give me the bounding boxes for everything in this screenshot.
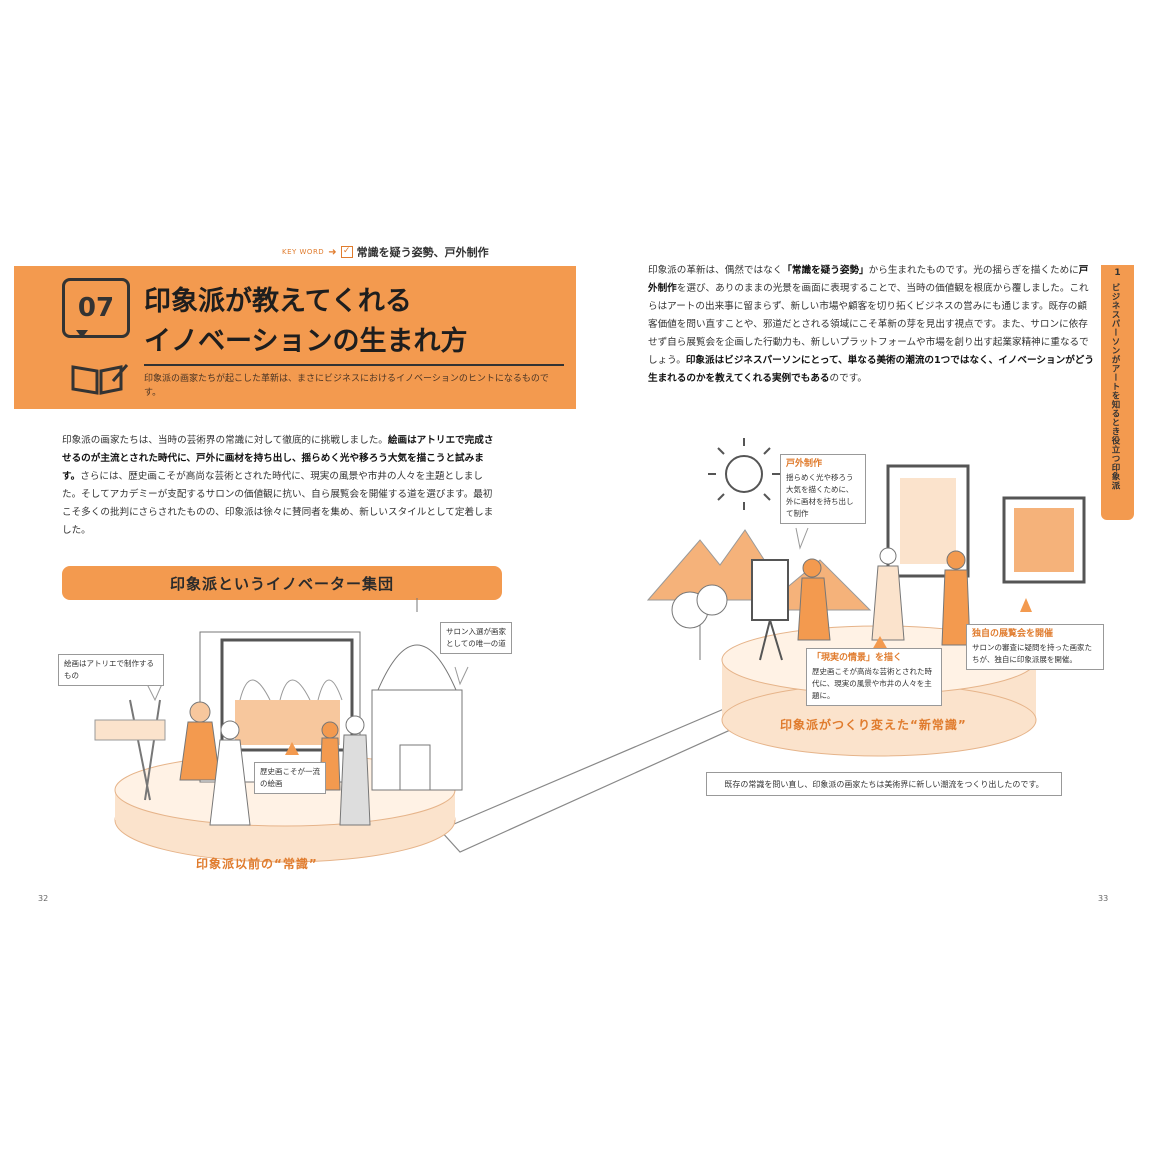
chapter-title-line-2: イノベーションの生まれ方 bbox=[144, 326, 468, 357]
bubble-pointer-2 bbox=[454, 666, 469, 686]
right-body-p1: 印象派の革新は、偶然ではなく bbox=[648, 265, 783, 276]
outdoor-easel bbox=[759, 619, 783, 661]
open-book-icon bbox=[71, 364, 129, 395]
left-platform-label: 印象派以前の“常識” bbox=[196, 857, 318, 871]
woman-dress bbox=[209, 739, 251, 826]
title-divider bbox=[144, 364, 564, 366]
right-body-p4: のです。 bbox=[829, 373, 867, 384]
chapter-title-box: 07 印象派が教えてくれる イノベーションの生まれ方 印象派の画家たちが起こした… bbox=[14, 266, 576, 409]
viewer-2-head bbox=[946, 550, 966, 570]
salon-door bbox=[399, 744, 431, 791]
man-body bbox=[339, 734, 371, 826]
page-number-left: 32 bbox=[38, 894, 49, 903]
painting-arches bbox=[239, 679, 343, 701]
bubble-history-painting: 歴史画こそが一流の絵画 bbox=[254, 762, 326, 794]
bubble-salon: サロン入選が画家としての唯一の道 bbox=[440, 622, 512, 654]
tree-icon-2 bbox=[696, 584, 728, 616]
man-head bbox=[345, 715, 365, 735]
table bbox=[94, 719, 166, 741]
viewer-1-head bbox=[879, 547, 897, 565]
keyword-label: KEY WORD bbox=[282, 248, 325, 256]
artist-head bbox=[189, 701, 211, 723]
side-tab-number: 1 bbox=[1114, 268, 1121, 278]
bubble-pointer-1 bbox=[146, 683, 163, 702]
bubble-real-scenes: 「現実の情景」を描く 歴史画こそが高尚な芸術とされた時代に、現実の風景や市井の人… bbox=[806, 648, 942, 706]
arrow-right-icon: ➜ bbox=[328, 246, 337, 258]
salon-dome bbox=[377, 644, 457, 691]
chapter-side-tab: 1 ビジネスパーソンがアートを知るとき役立つ印象派 bbox=[1101, 265, 1134, 520]
sun-rays bbox=[708, 438, 780, 510]
chapter-title: 印象派が教えてくれる イノベーションの生まれ方 bbox=[144, 282, 467, 362]
bubble-plein-air-text: 揺らめく光や移ろう大気を描くために、外に画材を持ち出して制作 bbox=[786, 473, 854, 518]
child-head bbox=[321, 721, 339, 739]
bubble-real-scenes-heading: 「現実の情景」を描く bbox=[812, 653, 903, 663]
bubble-pointer-4 bbox=[795, 527, 809, 550]
outdoor-canvas bbox=[751, 559, 789, 621]
bubble-own-exhibition-heading: 独自の展覧会を開催 bbox=[972, 629, 1054, 639]
right-body-bold-1: 「常識を疑う姿勢」 bbox=[782, 265, 869, 276]
right-body-bold-2: 戸外制作 bbox=[648, 265, 1089, 294]
side-tab-text: ビジネスパーソンがアートを知るとき役立つ印象派 bbox=[1110, 283, 1120, 490]
left-body-p1: 印象派の画家たちは、当時の芸術界の常識に対して徹底的に挑戦しました。 bbox=[62, 435, 388, 446]
sun-icon bbox=[725, 455, 763, 493]
right-body-text: 印象派の革新は、偶然ではなく「常識を疑う姿勢」から生まれたものです。光の揺らぎを… bbox=[648, 262, 1094, 388]
checkbox-icon: ✓ bbox=[340, 246, 353, 258]
painter-body bbox=[797, 577, 831, 641]
illustration-caption: 既存の常識を問い直し、印象派の画家たちは美術界に新しい潮流をつくり出したのです。 bbox=[706, 772, 1062, 796]
bubble-own-exhibition-text: サロンの審査に疑問を持った画家たちが、独自に印象派展を開催。 bbox=[972, 643, 1092, 664]
bubble-pointer-3 bbox=[285, 742, 299, 755]
bubble-pointer-6 bbox=[872, 636, 888, 650]
bubble-own-exhibition: 独自の展覧会を開催 サロンの審査に疑問を持った画家たちが、独自に印象派展を開催。 bbox=[966, 624, 1104, 670]
bubble-plein-air: 戸外制作 揺らめく光や移ろう大気を描くために、外に画材を持ち出して制作 bbox=[780, 454, 866, 524]
painting-1-canvas bbox=[900, 478, 956, 564]
painting-2-canvas bbox=[1014, 508, 1074, 572]
keyword-line: KEY WORD ➜ ✓ 常識を疑う姿勢、戸外制作 bbox=[282, 244, 489, 260]
bubble-plein-air-heading: 戸外制作 bbox=[786, 459, 823, 469]
bubble-real-scenes-text: 歴史画こそが高尚な芸術とされた時代に、現実の風景や市井の人々を主題に。 bbox=[812, 667, 932, 700]
left-body-bold-1: 絵画はアトリエで完成させるのが主流とされた時代に、戸外に画材を持ち出し、揺らめく… bbox=[62, 435, 494, 482]
left-body-text: 印象派の画家たちは、当時の芸術界の常識に対して徹底的に挑戦しました。絵画はアトリ… bbox=[62, 432, 502, 540]
right-body-p2: から生まれたものです。光の揺らぎを描くために bbox=[868, 265, 1079, 276]
bubble-atelier: 絵画はアトリエで制作するもの bbox=[58, 654, 164, 686]
left-body-p2: さらには、歴史画こそが高尚な芸術とされた時代に、現実の風景や市井の人々を主題とし… bbox=[62, 471, 494, 536]
woman-head bbox=[220, 720, 240, 740]
viewer-1-body bbox=[871, 565, 905, 641]
right-platform-label: 印象派がつくり変えた“新常識” bbox=[780, 718, 967, 732]
section-title: 印象派というイノベーター集団 bbox=[62, 566, 502, 600]
speech-tail-icon bbox=[76, 330, 88, 338]
chapter-lead: 印象派の画家たちが起こした革新は、まさにビジネスにおけるイノベーションのヒントに… bbox=[144, 374, 549, 398]
chapter-title-line-1: 印象派が教えてくれる bbox=[144, 286, 412, 317]
easel bbox=[129, 699, 161, 801]
right-body-bold-3: 印象派はビジネスパーソンにとって、単なる美術の潮流の1つではなく、イノベーション… bbox=[648, 355, 1094, 384]
keyword-text: 常識を疑う姿勢、戸外制作 bbox=[356, 246, 489, 259]
chapter-number: 07 bbox=[62, 278, 130, 338]
bubble-pointer-5 bbox=[1020, 598, 1032, 612]
page-number-right: 33 bbox=[1098, 894, 1109, 903]
painter-head bbox=[802, 558, 822, 578]
right-body-p3: を選び、ありのままの光景を画面に表現することで、当時の価値観を根底から覆しました… bbox=[648, 283, 1089, 366]
